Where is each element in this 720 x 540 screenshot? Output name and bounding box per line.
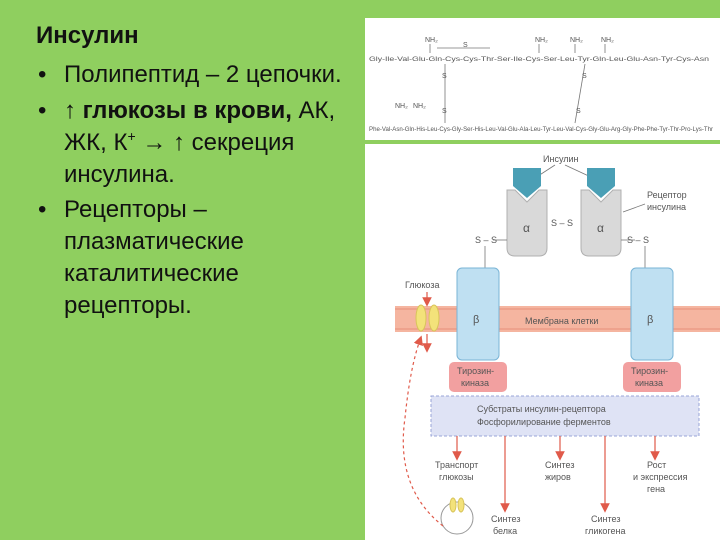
substrates-box — [430, 395, 700, 437]
insulin-sequence: NH₂ NH₂ NH₂ NH₂ S Gly-Ile-Val-Glu-Gln-Cy… — [369, 37, 713, 133]
bullet-1-text: Полипептид – 2 цепочки. — [64, 60, 342, 88]
kinase-label-right-1: Тирозин- — [631, 366, 668, 376]
insulin-molecule-left — [513, 168, 541, 198]
tyrosine-kinase-left — [449, 362, 507, 392]
beta-subunit-left — [456, 267, 500, 361]
outcome-protein-1: Синтез — [491, 514, 520, 524]
alpha-label-right: α — [597, 221, 604, 235]
membrane-label: Мембрана клетки — [525, 316, 598, 326]
translocation-arrow — [402, 335, 444, 527]
s-label: S — [442, 108, 447, 115]
substrates-label-1: Субстраты инсулин-рецептора — [477, 404, 606, 414]
beta-subunit-right — [630, 267, 674, 361]
s-label: S — [582, 73, 587, 80]
insulin-diagram: NH₂ NH₂ NH₂ NH₂ S Gly-Ile-Val-Glu-Gln-Cy… — [365, 37, 720, 536]
slide-title: Инсулин — [36, 22, 139, 49]
bullet-2-text-b: → ↑ секреция инсулина. — [64, 128, 295, 188]
s-label: S — [576, 108, 581, 115]
diagram-panel: NH₂ NH₂ NH₂ NH₂ S Gly-Ile-Val-Glu-Gln-Cy… — [365, 18, 720, 540]
bullet-list: Полипептид – 2 цепочки. ↑ глюкозы в кров… — [36, 59, 356, 322]
s-label: S — [442, 73, 447, 80]
bullet-3-text: Рецепторы – плазматические каталитически… — [64, 196, 244, 320]
nh2-label-6: NH₂ — [413, 103, 426, 110]
alpha-subunit-right — [580, 189, 622, 257]
kinase-label-left-1: Тирозин- — [457, 366, 494, 376]
substrates-label-2: Фосфорилирование ферментов — [477, 417, 611, 427]
receptor-label-2: инсулина — [647, 202, 686, 212]
slide-text: Инсулин Полипептид – 2 цепочки. ↑ глюкоз… — [36, 22, 356, 326]
outcome-glycogen-1: Синтез — [591, 514, 620, 524]
chain-b: Phe-Val-Asn-Gln-His-Leu-Cys-Gly-Ser-His-… — [369, 126, 713, 133]
outcome-growth-3: гена — [647, 484, 665, 494]
receptor-label-1: Рецептор — [647, 190, 687, 200]
nh2-label-1: NH₂ — [425, 37, 438, 44]
outcome-growth-2: и экспрессия — [633, 472, 688, 482]
vesicle — [440, 501, 474, 535]
outcome-fat-1: Синтез — [545, 460, 574, 470]
bullet-item-2: ↑ глюкозы в крови, АК, ЖК, К+ → ↑ секрец… — [36, 95, 356, 191]
insulin-molecule-right — [587, 168, 615, 198]
s-label: S — [463, 42, 468, 49]
alpha-beta-bridge-right: S – S — [627, 235, 649, 245]
transporter-half-left — [415, 304, 427, 332]
chain-a: Gly-Ile-Val-Glu-Gln-Cys-Cys-Thr-Ser-Ile-… — [369, 56, 710, 63]
alpha-alpha-bridge: S – S — [551, 218, 573, 228]
vesicle-transporter-right — [457, 497, 465, 513]
nh2-label-2: NH₂ — [535, 37, 548, 44]
alpha-beta-bridge-left: S – S — [475, 235, 497, 245]
beta-label-left: β — [473, 314, 479, 326]
bullet-2-text-a: АК, ЖК, К — [64, 96, 336, 156]
nh2-label-4: NH₂ — [601, 37, 614, 44]
kinase-label-right-2: киназа — [635, 378, 663, 388]
outcome-transport-1: Транспорт — [435, 460, 478, 470]
tyrosine-kinase-right — [623, 362, 681, 392]
nh2-label-3: NH₂ — [570, 37, 583, 44]
bullet-item-1: Полипептид – 2 цепочки. — [36, 59, 356, 91]
outcome-glycogen-2: гликогена — [585, 526, 625, 536]
outcome-protein-2: белка — [493, 526, 517, 536]
alpha-label-left: α — [523, 221, 530, 235]
kinase-label-left-2: киназа — [461, 378, 489, 388]
glucose-label: Глюкоза — [405, 280, 439, 290]
receptor-pointer — [622, 203, 646, 213]
bullet-item-3: Рецепторы – плазматические каталитически… — [36, 194, 356, 322]
outcome-fat-2: жиров — [545, 472, 571, 482]
outcome-transport-2: глюкозы — [439, 472, 474, 482]
bullet-2-bold: ↑ глюкозы в крови, — [64, 96, 292, 124]
insulin-label: Инсулин — [543, 154, 579, 164]
outcome-growth-1: Рост — [647, 460, 666, 470]
bullet-2-sup: + — [127, 127, 136, 144]
bond-line — [574, 63, 586, 124]
nh2-label-5: NH₂ — [395, 103, 408, 110]
transporter-half-right — [428, 304, 440, 332]
alpha-subunit-left — [506, 189, 548, 257]
vesicle-transporter-left — [449, 497, 457, 513]
beta-label-right: β — [647, 314, 653, 326]
